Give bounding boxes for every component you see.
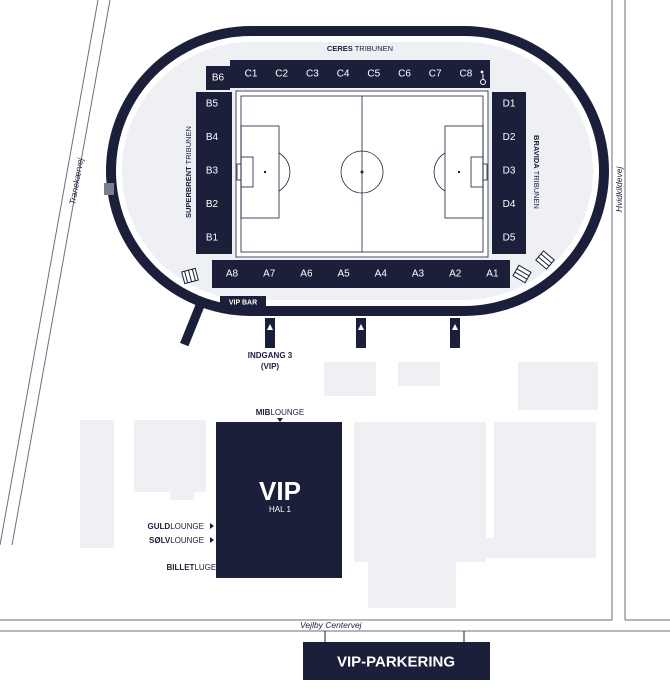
- stand-name-north: CERES TRIBUNEN: [327, 44, 393, 53]
- section-c2[interactable]: C2: [275, 69, 288, 80]
- section-a4[interactable]: A4: [375, 269, 388, 280]
- section-a2[interactable]: A2: [449, 269, 462, 280]
- mib-lounge-label: MIBLOUNGE: [256, 408, 304, 417]
- road-label-bottom: Vejlby Centervej: [300, 620, 363, 630]
- section-d1[interactable]: D1: [503, 99, 516, 110]
- section-d4[interactable]: D4: [503, 199, 516, 210]
- vip-parking[interactable]: [303, 642, 490, 680]
- stand-name-east: BRAVIDA TRIBUNEN: [532, 135, 541, 209]
- road-label-right: Hvidkildevej: [614, 166, 624, 212]
- section-c6[interactable]: C6: [398, 69, 411, 80]
- stand-west[interactable]: [196, 92, 232, 254]
- section-c4[interactable]: C4: [337, 69, 350, 80]
- vip-hall-subtitle: HAL 1: [269, 505, 291, 514]
- section-b6[interactable]: B6: [212, 73, 225, 84]
- vip-hall-title: VIP: [259, 476, 301, 506]
- section-c7[interactable]: C7: [429, 69, 442, 80]
- section-d3[interactable]: D3: [503, 166, 516, 177]
- arrow-icon: [450, 318, 460, 348]
- vip-hall-notch: [208, 556, 216, 578]
- section-b4[interactable]: B4: [206, 132, 219, 143]
- vip-bar[interactable]: [220, 296, 266, 309]
- road-label-left: Tranekærvej: [67, 156, 85, 205]
- stand-south[interactable]: [212, 260, 510, 288]
- sections-north: C1 C2 C3 C4 C5 C6 C7 C8: [245, 69, 473, 80]
- entrance-label-sub: (VIP): [261, 362, 280, 371]
- section-b2[interactable]: B2: [206, 199, 219, 210]
- section-b5[interactable]: B5: [206, 99, 219, 110]
- arrow-icon: [228, 564, 232, 570]
- section-d2[interactable]: D2: [503, 132, 516, 143]
- pitch: [235, 90, 489, 258]
- access-ramp: [180, 302, 205, 347]
- section-c1[interactable]: C1: [245, 69, 258, 80]
- solv-lounge-label: SØLVLOUNGE: [149, 536, 204, 545]
- section-b1[interactable]: B1: [206, 233, 219, 244]
- stairs-icon: [535, 250, 555, 270]
- section-a6[interactable]: A6: [300, 269, 313, 280]
- section-a5[interactable]: A5: [337, 269, 350, 280]
- stand-b6[interactable]: [206, 66, 230, 90]
- pitch-spots: [263, 170, 461, 174]
- entrance-label: INDGANG 3: [248, 351, 293, 360]
- section-a1[interactable]: A1: [486, 269, 499, 280]
- section-d5[interactable]: D5: [503, 233, 516, 244]
- guld-lounge-label: GULDLOUNGE: [148, 522, 204, 531]
- vip-parking-label: VIP-PARKERING: [337, 654, 455, 671]
- arrow-icon: [210, 537, 214, 543]
- arrow-icon: [210, 523, 214, 529]
- buildings: [80, 362, 598, 608]
- sections-south: A8 A7 A6 A5 A4 A3 A2 A1: [226, 269, 499, 280]
- parking-connector: [324, 631, 465, 642]
- section-c8[interactable]: C8: [460, 69, 473, 80]
- arrow-icon: [277, 418, 283, 422]
- vip-bar-label: VIP BAR: [229, 300, 257, 307]
- section-a3[interactable]: A3: [412, 269, 425, 280]
- section-a7[interactable]: A7: [263, 269, 276, 280]
- stand-name-west: SUPERBRENT TRIBUNEN: [184, 126, 193, 218]
- stairs-icon: [512, 264, 532, 284]
- arrow-icon: [356, 318, 366, 348]
- stand-east[interactable]: [492, 92, 526, 254]
- stand-north[interactable]: [230, 60, 490, 88]
- stairs-icon: [181, 267, 199, 285]
- arrow-icon: [265, 318, 275, 348]
- section-c3[interactable]: C3: [306, 69, 319, 80]
- wheelchair-icon: [480, 70, 486, 85]
- roads: [0, 0, 670, 632]
- section-c5[interactable]: C5: [367, 69, 380, 80]
- section-a8[interactable]: A8: [226, 269, 239, 280]
- section-b3[interactable]: B3: [206, 166, 219, 177]
- billet-lugen-label: BILLETLUGEN: [166, 563, 222, 572]
- vip-hall[interactable]: [216, 422, 342, 578]
- kiosk: [104, 183, 114, 195]
